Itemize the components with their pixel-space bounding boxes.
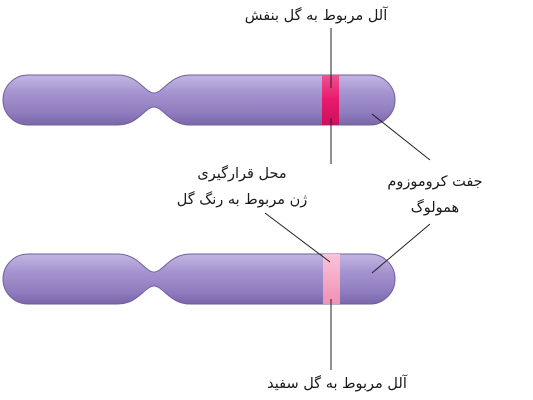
- locus-label-line2: ژن مربوط به رنگ گل: [177, 190, 308, 208]
- chromosome-bottom: [2, 253, 396, 305]
- leader-homolog-bottom: [371, 223, 431, 274]
- homolog-label-line1: جفت کروموزوم: [387, 174, 482, 190]
- homolog-label-line2: همولوگ: [411, 198, 459, 216]
- top-allele-label: آلل مربوط به گل بنفش: [245, 6, 388, 24]
- leader-homolog-top: [371, 113, 431, 161]
- leader-locus-bottom: [264, 212, 331, 263]
- purple-allele-band: [322, 75, 339, 125]
- leader-lines: [264, 28, 431, 370]
- bottom-allele-label: آلل مربوط به گل سفید: [267, 374, 408, 392]
- chromosome-top: [2, 74, 396, 126]
- locus-label-line1: محل قرارگیری: [197, 165, 286, 182]
- white-allele-band: [323, 254, 340, 304]
